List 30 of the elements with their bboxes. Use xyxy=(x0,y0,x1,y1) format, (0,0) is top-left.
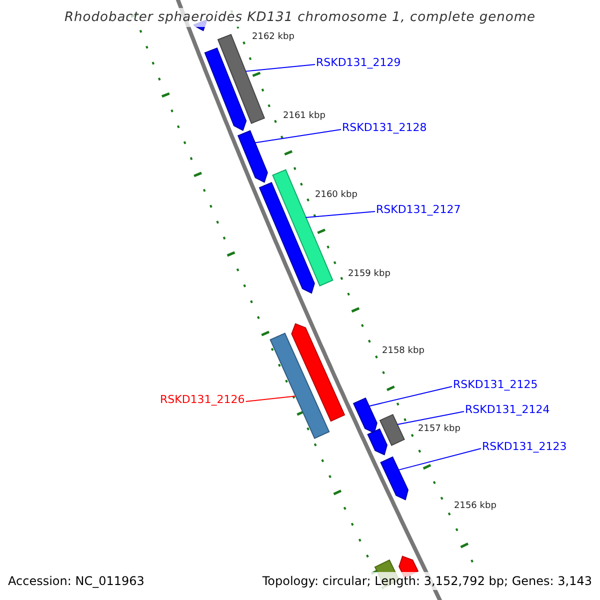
tick-label: 2161 kbp xyxy=(283,111,326,122)
tick-label: 2158 kbp xyxy=(382,346,424,357)
leader-line xyxy=(245,396,296,402)
tick-label: 2156 kbp xyxy=(454,501,496,512)
gene-label: RSKD131_2127 xyxy=(376,203,461,216)
leader-line xyxy=(305,211,376,218)
gene-label: RSKD131_2128 xyxy=(342,121,427,134)
leader-line xyxy=(254,129,342,144)
tick-label: 2157 kbp xyxy=(418,424,460,435)
gene-bar xyxy=(380,456,409,500)
gene-bar xyxy=(270,332,330,439)
gene-label: RSKD131_2126 xyxy=(160,393,245,406)
leader-line xyxy=(368,386,452,407)
gene-bar xyxy=(258,182,315,294)
gene-label: RSKD131_2124 xyxy=(465,403,550,416)
gene-bar xyxy=(204,47,247,132)
leader-line xyxy=(245,64,316,72)
gene-bar xyxy=(352,397,378,434)
tick-label: 2159 kbp xyxy=(348,269,390,280)
gene-label: RSKD131_2123 xyxy=(482,440,567,453)
gene-bar xyxy=(379,414,405,446)
gene-label: RSKD131_2125 xyxy=(453,378,538,391)
leader-line xyxy=(398,448,482,470)
gene-bar xyxy=(291,323,346,422)
gene-label: RSKD131_2129 xyxy=(316,56,401,69)
leader-line xyxy=(396,411,464,425)
gene-bar xyxy=(367,428,388,456)
gene-bar xyxy=(237,130,268,183)
tick-label: 2162 kbp xyxy=(252,32,294,43)
tick-label: 2160 kbp xyxy=(315,190,358,201)
